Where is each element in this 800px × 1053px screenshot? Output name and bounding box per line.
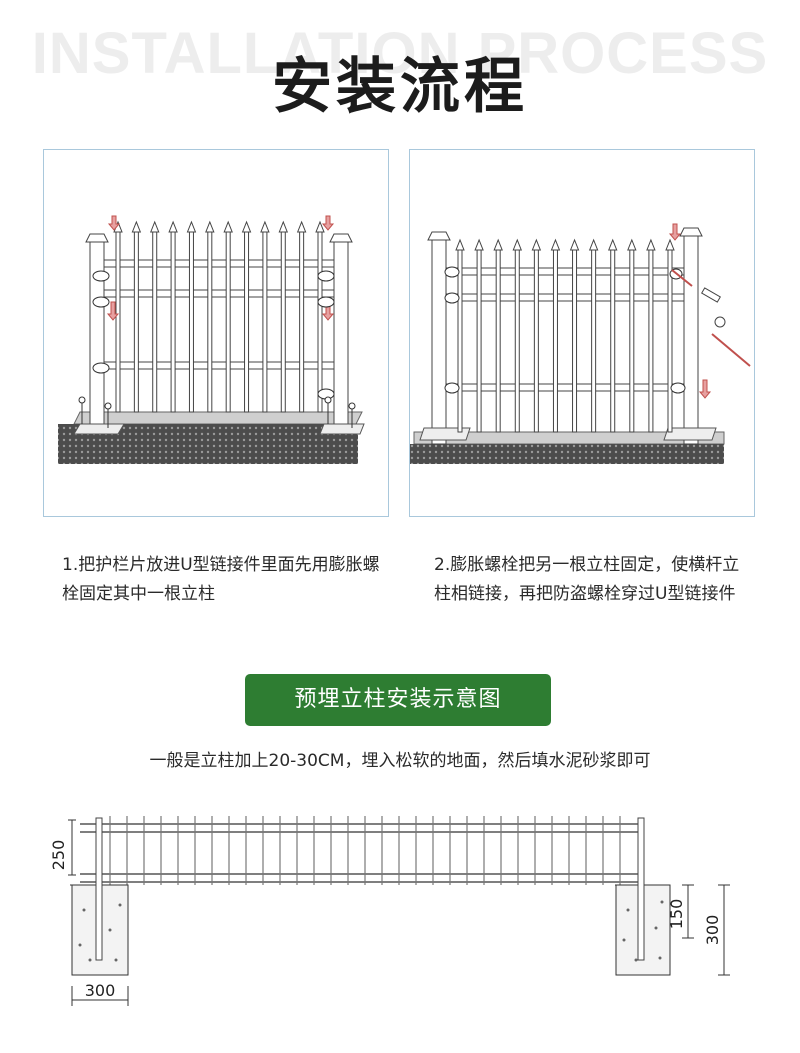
background-title: INSTALLATION PROCESS xyxy=(31,21,769,86)
embedded-post-diagram-button[interactable]: 预埋立柱安装示意图 xyxy=(245,674,551,726)
page-title: 安装流程 xyxy=(272,52,528,122)
dimension-right: 300 xyxy=(703,915,722,946)
dimension-top: 250 xyxy=(50,840,68,871)
fence-illustration-2 xyxy=(410,223,751,464)
fence-illustration-1 xyxy=(58,215,365,464)
dimension-inner: 150 xyxy=(667,899,686,930)
installation-note: 一般是立柱加上20-30CM，埋入松软的地面，然后填水泥砂浆即可 xyxy=(149,751,651,771)
dimension-bottom: 300 xyxy=(85,981,116,1000)
step-1-illustration xyxy=(43,149,389,517)
step-1-caption: 1.把护栏片放进U型链接件里面先用膨胀螺栓固定其中一根立柱 xyxy=(62,555,380,604)
step-2-caption: 2.膨胀螺栓把另一根立柱固定，使横杆立柱相链接，再把防盗螺栓穿过U型链接件 xyxy=(434,555,740,604)
embedded-post-diagram: 250 300 150 300 xyxy=(50,816,730,1006)
step-2-illustration xyxy=(409,149,755,517)
